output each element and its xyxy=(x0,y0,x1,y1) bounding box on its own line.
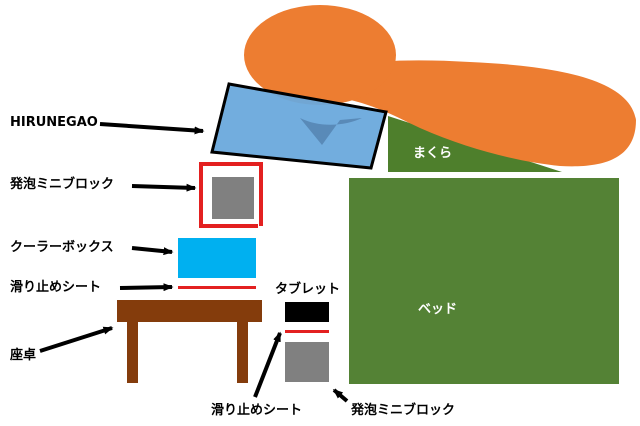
person-head xyxy=(244,5,396,105)
arrow-block-bottom xyxy=(332,388,349,403)
label-pillow: まくら xyxy=(413,146,453,161)
tablet-shape xyxy=(285,302,329,322)
arrow-desk xyxy=(39,326,114,353)
label-hirunegao: HIRUNEGAO xyxy=(10,115,98,130)
label-foam-block-bottom: 発泡ミニブロック xyxy=(351,403,456,418)
foam-block-bottom xyxy=(285,342,329,382)
nonslip-sheet-bottom xyxy=(285,330,329,333)
desk-leg-left xyxy=(127,318,138,383)
bed-shape xyxy=(349,178,619,384)
arrow-nonslip-left xyxy=(119,283,174,292)
label-desk: 座卓 xyxy=(10,348,37,363)
cooler-box-shape xyxy=(178,238,256,278)
desk-top xyxy=(117,300,262,322)
label-nonslip-bottom: 滑り止めシート xyxy=(211,403,303,418)
hirunegao-panel xyxy=(210,82,388,170)
desk-leg-right xyxy=(237,318,248,383)
nonslip-sheet-left xyxy=(178,286,256,289)
foam-block-left xyxy=(212,177,254,219)
person-body xyxy=(300,60,636,167)
arrow-block-left xyxy=(131,183,197,192)
label-tablet: タブレット xyxy=(275,282,341,297)
label-foam-block-left: 発泡ミニブロック xyxy=(10,177,115,192)
head-reflection xyxy=(300,118,362,145)
arrow-cooler-box xyxy=(131,246,174,256)
person-shape xyxy=(244,5,636,167)
arrow-hirunegao xyxy=(99,122,205,135)
label-nonslip-left: 滑り止めシート xyxy=(10,280,102,295)
block-frame-left xyxy=(199,162,263,228)
desk-shape xyxy=(117,300,262,383)
label-bed: ベッド xyxy=(418,302,458,317)
arrow-nonslip-bottom xyxy=(253,331,282,398)
label-cooler-box: クーラーボックス xyxy=(10,240,114,255)
